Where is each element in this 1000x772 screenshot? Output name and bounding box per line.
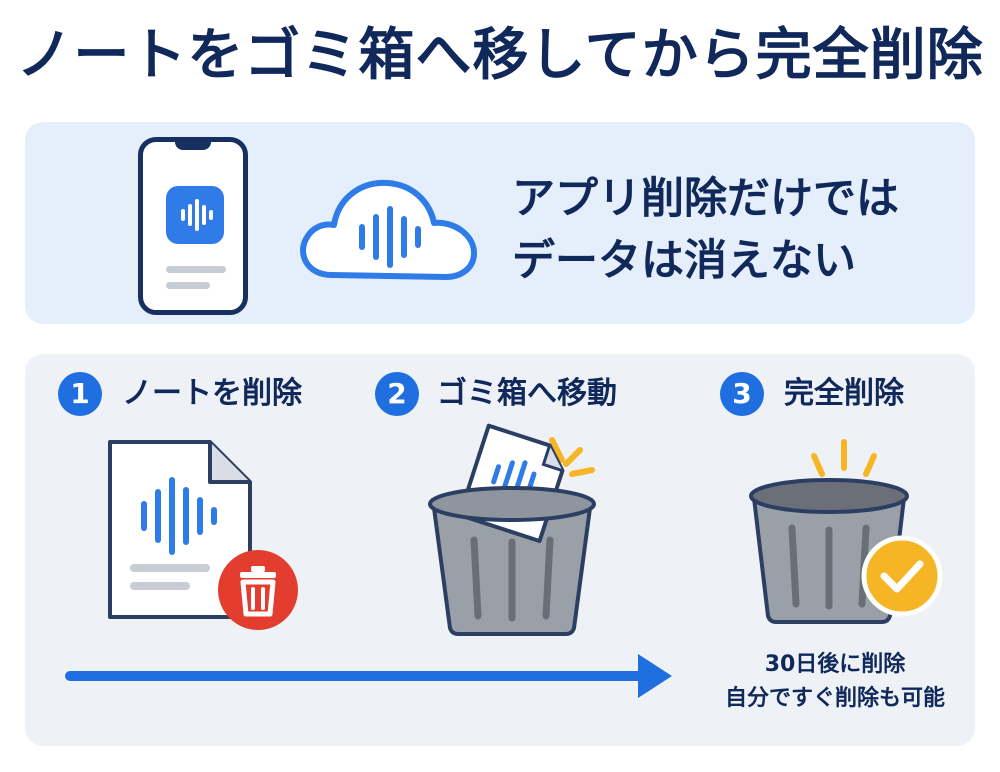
step-3-label: 完全削除 [784, 376, 904, 411]
check-icon [861, 535, 943, 617]
step-3-badge: 3 [720, 372, 764, 416]
step-2-badge: 2 [375, 372, 419, 416]
phone-text-line [166, 282, 210, 289]
arrow-right-icon [60, 650, 680, 704]
step-1-badge: 1 [58, 372, 102, 416]
trash-bin-icon [412, 420, 612, 644]
phone-icon [138, 137, 248, 315]
page-title: ノートをゴミ箱へ移してから完全削除 [16, 23, 984, 88]
app-icon [166, 186, 224, 244]
top-message: アプリ削除だけでは データは消えない [512, 168, 952, 292]
alert-lines-icon [811, 439, 877, 477]
audio-wave-icon [181, 199, 213, 231]
note-line2: 自分ですぐ削除も可能 [724, 686, 945, 711]
document-icon [100, 432, 310, 636]
step-1-label: ノートを削除 [122, 376, 302, 411]
trash-bin-icon [744, 424, 954, 638]
audio-wave-icon [141, 477, 217, 555]
trash-icon [218, 550, 298, 630]
note-line1: 30日後に削除 [764, 652, 906, 677]
phone-notch [175, 140, 211, 150]
top-message-line2: データは消えない [512, 236, 856, 286]
cloud-icon [292, 165, 482, 290]
alert-lines-icon [549, 437, 595, 477]
audio-wave-icon [359, 206, 421, 268]
phone-text-line [166, 266, 226, 273]
step-2-label: ゴミ箱へ移動 [437, 376, 617, 411]
completion-note: 30日後に削除 自分ですぐ削除も可能 [690, 648, 980, 716]
top-message-line1: アプリ削除だけでは [512, 174, 899, 224]
